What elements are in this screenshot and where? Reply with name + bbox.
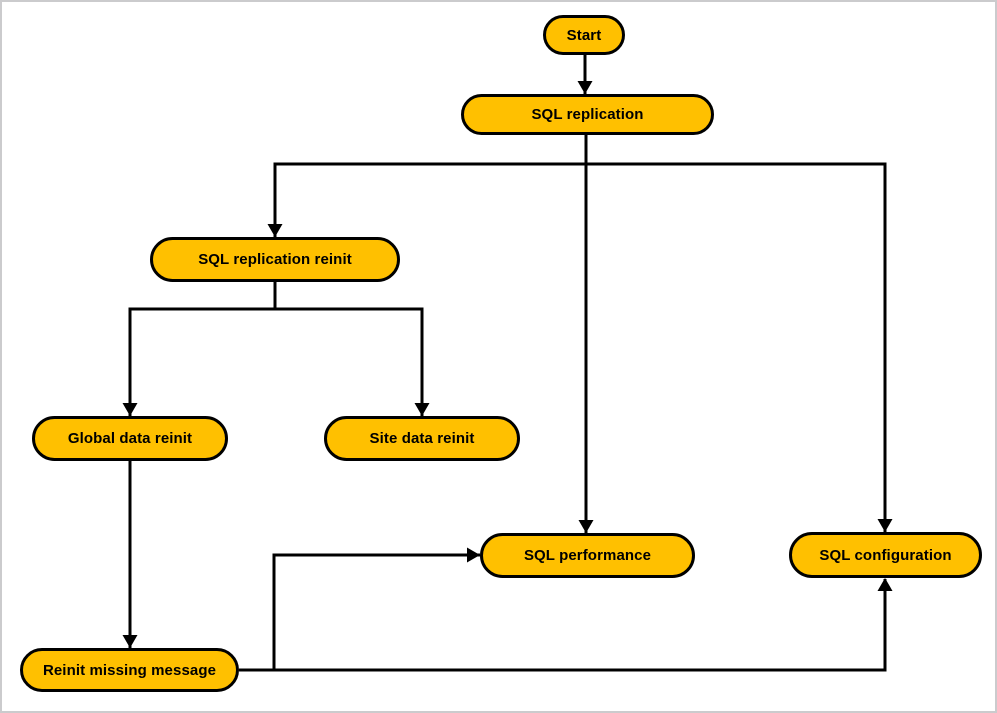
edge-sql-replication-reinit-to-site-data-reinit bbox=[275, 307, 424, 416]
node-sql-configuration-label: SQL configuration bbox=[819, 546, 952, 564]
node-sql-performance-label: SQL performance bbox=[523, 547, 652, 564]
edge-sql-replication-to-sql-configuration bbox=[586, 162, 887, 532]
node-sql-replication-reinit: SQL replication reinit bbox=[150, 237, 400, 282]
node-global-data-reinit-label: Global data reinit bbox=[67, 430, 193, 447]
edge-reinit-missing-message-to-sql-performance bbox=[272, 553, 480, 670]
node-sql-replication: SQL replication bbox=[461, 94, 714, 135]
arrowhead-into-sql-replication bbox=[577, 81, 593, 94]
arrowhead-into-global-data-reinit bbox=[122, 403, 138, 416]
arrowhead-into-sql-replication-reinit bbox=[267, 224, 283, 237]
arrowhead-into-sql-performance-top bbox=[578, 520, 594, 533]
edge-sql-replication-to-sql-replication-reinit bbox=[273, 162, 586, 237]
arrowhead-into-sql-configuration-top bbox=[877, 519, 893, 532]
edge-reinit-missing-message-to-sql-configuration bbox=[239, 579, 887, 672]
node-sql-performance: SQL performance bbox=[480, 533, 695, 578]
arrowhead-into-reinit-missing-message bbox=[122, 635, 138, 648]
node-sql-replication-reinit-label: SQL replication reinit bbox=[198, 251, 352, 268]
node-global-data-reinit: Global data reinit bbox=[32, 416, 228, 461]
node-sql-replication-label: SQL replication bbox=[531, 106, 644, 123]
node-site-data-reinit-label: Site data reinit bbox=[369, 430, 475, 447]
arrowhead-into-site-data-reinit bbox=[414, 403, 430, 416]
node-start: Start bbox=[543, 15, 625, 55]
node-sql-configuration: SQL configuration bbox=[789, 532, 982, 578]
arrowhead-into-sql-performance-left bbox=[467, 547, 480, 563]
arrowhead-into-sql-configuration-bottom bbox=[877, 578, 893, 591]
node-start-label: Start bbox=[566, 26, 602, 44]
node-site-data-reinit: Site data reinit bbox=[324, 416, 520, 461]
edge-sql-replication-reinit-to-global-data-reinit bbox=[128, 282, 277, 416]
node-reinit-missing-message: Reinit missing message bbox=[20, 648, 239, 692]
node-reinit-missing-message-label: Reinit missing message bbox=[42, 661, 217, 679]
